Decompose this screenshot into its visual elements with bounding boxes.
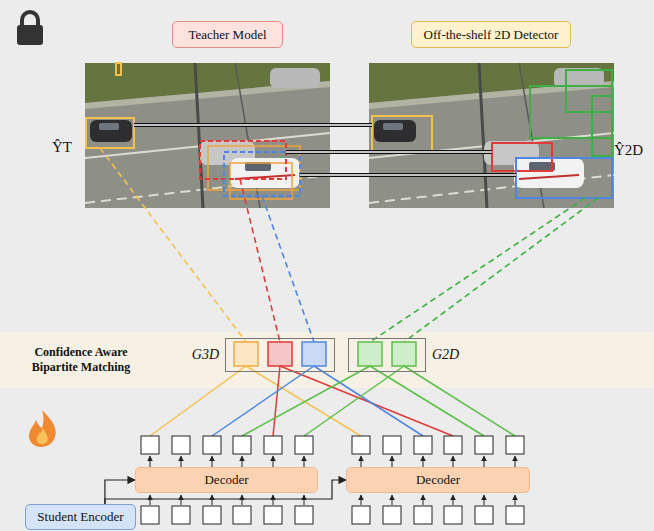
node-text: G2D xyxy=(432,347,459,363)
matching-band-ground xyxy=(0,332,654,388)
teacher-image xyxy=(85,63,330,208)
dashed-assign-lines xyxy=(100,148,598,342)
node-text: Teacher Model xyxy=(188,27,266,43)
flame-icon xyxy=(29,410,56,447)
model-box: Off-the-shelf 2D Detector xyxy=(411,21,571,48)
output-label-holder: Ŷ2D xyxy=(614,141,643,159)
node-text: G3D xyxy=(192,347,219,363)
decoder-box: Decoder xyxy=(135,467,318,493)
assignment-lines xyxy=(150,366,515,436)
match-links xyxy=(134,125,516,175)
target-squares xyxy=(234,342,416,366)
node-text: Decoder xyxy=(204,472,248,488)
bounding-boxes xyxy=(86,63,612,199)
node-text: Off-the-shelf 2D Detector xyxy=(424,27,559,43)
encoder-box: Student Encoder xyxy=(25,504,136,530)
output-label: ŶT xyxy=(52,139,72,155)
output-label-holder: ŶT xyxy=(52,138,72,156)
node-text: Decoder xyxy=(416,472,460,488)
matching-band: Confidence Aware Bipartite Matching G3D G2… xyxy=(0,332,654,388)
output-label: Ŷ2D xyxy=(614,142,643,158)
target-group: G3D xyxy=(225,338,335,372)
decoder-box: Decoder xyxy=(346,467,530,493)
detector-image xyxy=(369,63,614,208)
node-text: Confidence Aware Bipartite Matching xyxy=(20,345,142,375)
target-group: G2D xyxy=(348,338,426,372)
feature-connector xyxy=(105,480,135,504)
node-text: Student Encoder xyxy=(37,509,123,525)
model-box: Teacher Model xyxy=(172,21,283,48)
lock-icon xyxy=(17,12,43,45)
